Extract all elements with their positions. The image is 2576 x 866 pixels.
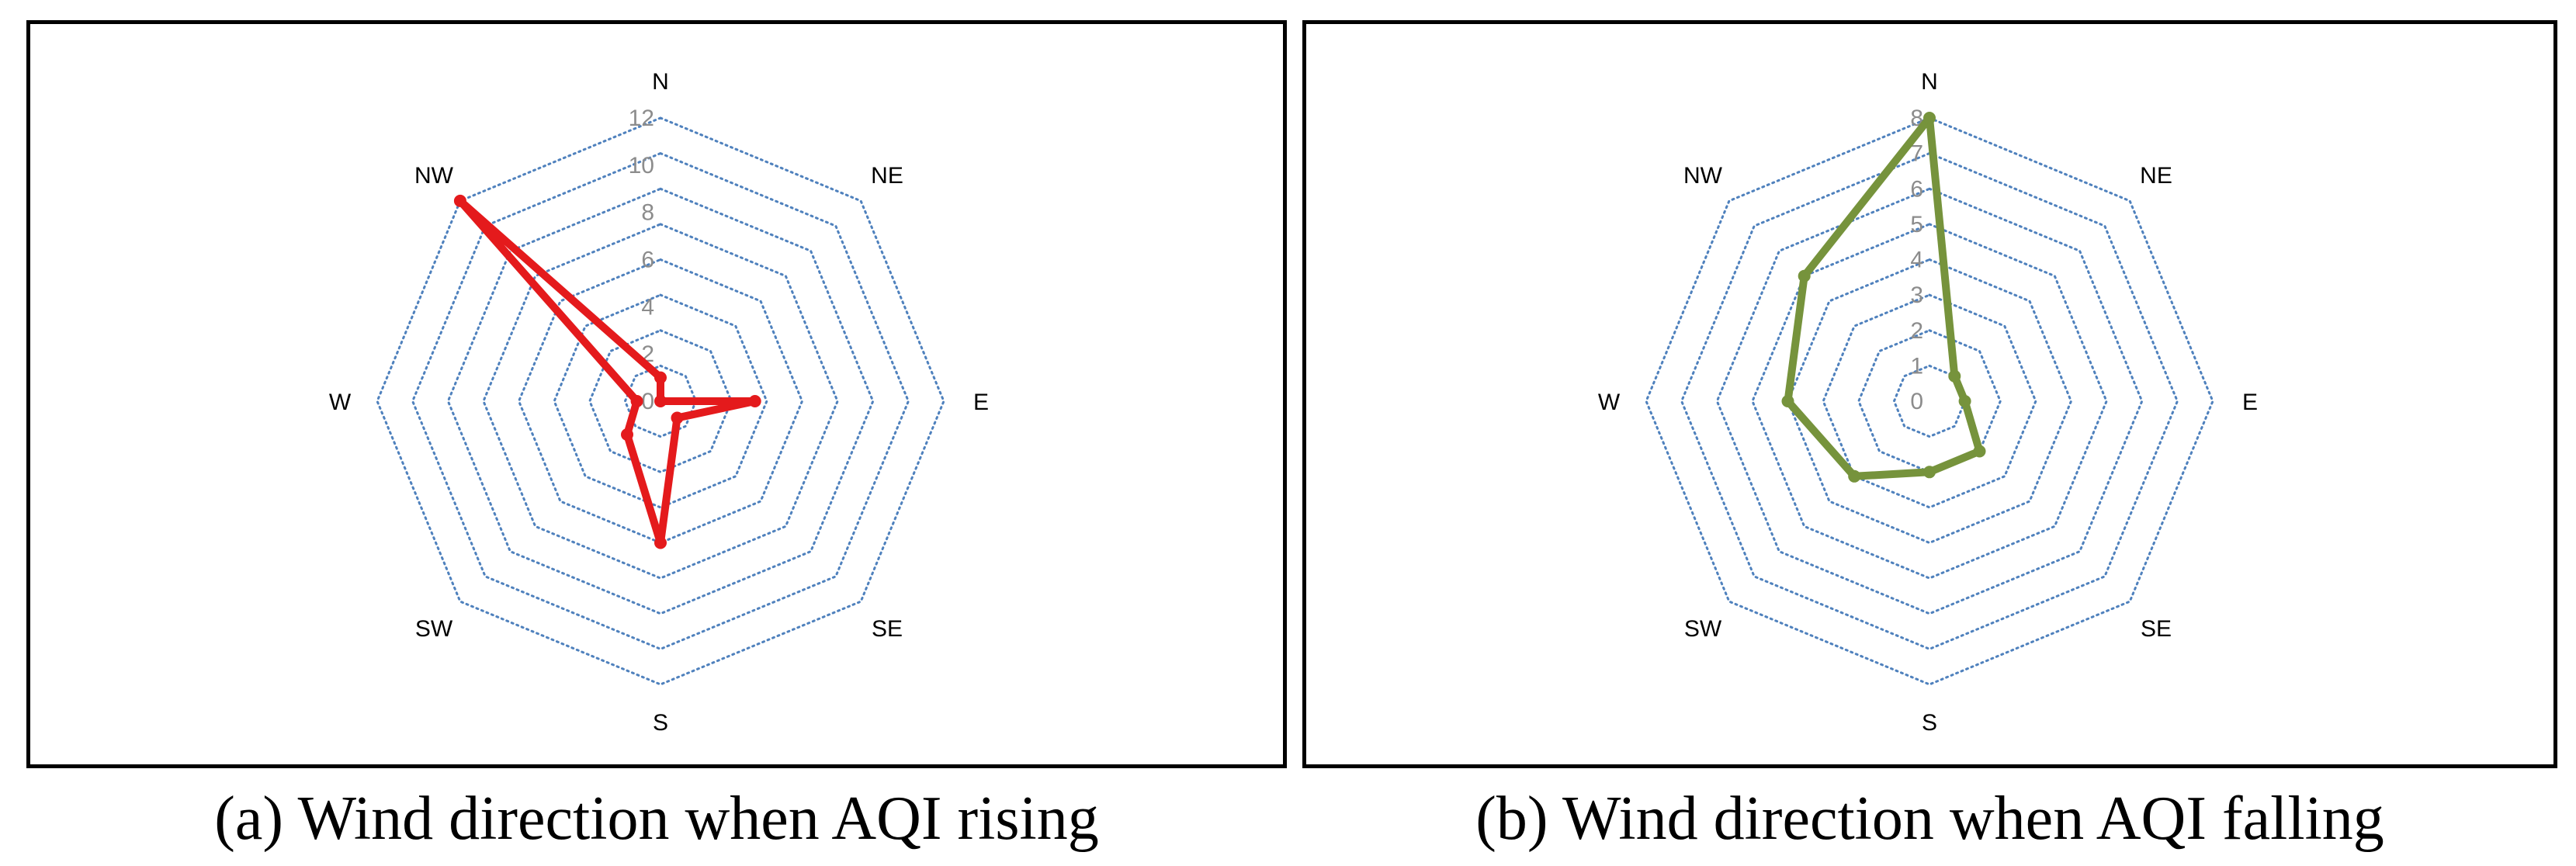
grid-ring (1786, 258, 2073, 545)
data-point-s (1923, 466, 1936, 479)
direction-label-e: E (973, 390, 989, 415)
direction-label-w: W (1598, 390, 1621, 415)
direction-label-n: N (652, 69, 669, 95)
caption-b: (b) Wind direction when AQI falling (1475, 785, 2384, 853)
direction-label-s: S (1922, 710, 1937, 736)
grid-ring (588, 329, 733, 473)
caption-a: (a) Wind direction when AQI rising (214, 785, 1099, 853)
direction-label-sw: SW (415, 616, 453, 642)
direction-label-s: S (653, 710, 668, 736)
tick-label: 4 (641, 294, 654, 320)
direction-label-se: SE (872, 616, 903, 642)
data-point-w (630, 395, 643, 407)
grid-ring (482, 223, 839, 580)
series-line (456, 196, 759, 547)
tick-label: 0 (1910, 389, 1923, 414)
direction-label-sw: SW (1684, 616, 1722, 642)
grid-ring (376, 116, 945, 686)
grid-ring (411, 151, 910, 651)
tick-label: 6 (641, 248, 654, 273)
data-point-e (748, 395, 761, 407)
direction-labels: N NE E SE S SW W NW (1598, 69, 2258, 736)
tick-label: 1 (1910, 353, 1923, 379)
data-point-ne (1948, 369, 1961, 383)
tick-label: 12 (629, 106, 654, 131)
data-point-sw (1848, 469, 1861, 483)
series-0 (1781, 112, 1986, 483)
grid-ring (553, 293, 768, 509)
direction-label-n: N (1921, 69, 1938, 95)
direction-label-e: E (2242, 390, 2258, 415)
tick-label: 4 (1910, 248, 1923, 273)
direction-label-ne: NE (2140, 163, 2172, 189)
direction-label-ne: NE (871, 163, 903, 189)
data-point-ne (654, 395, 667, 407)
direction-label-w: W (329, 390, 352, 415)
data-point-nw (453, 194, 466, 207)
grid-ring (1715, 187, 2144, 615)
data-point-n (1923, 112, 1936, 124)
grid-ring (1645, 116, 2214, 686)
grid-ring (1892, 364, 1967, 438)
tick-label: 6 (1910, 176, 1923, 202)
tick-label: 7 (1910, 141, 1923, 167)
data-point-e (1958, 395, 1971, 407)
direction-label-se: SE (2141, 616, 2172, 642)
grid-ring (1751, 223, 2108, 580)
radar-grid (1645, 116, 2214, 686)
data-point-se (671, 411, 684, 424)
direction-label-nw: NW (414, 163, 454, 189)
grid-ring (1822, 293, 2037, 509)
tick-label: 8 (641, 200, 654, 226)
series-0 (453, 194, 761, 549)
tick-label: 0 (641, 389, 654, 414)
data-point-n (654, 371, 667, 384)
data-point-se (1973, 445, 1986, 458)
data-point-s (654, 536, 667, 549)
tick-label: 3 (1910, 282, 1923, 308)
grid-ring (446, 187, 875, 615)
direction-label-nw: NW (1683, 163, 1723, 189)
direction-labels: N NE E SE S SW W NW (329, 69, 989, 736)
series-line (1784, 114, 1984, 480)
tick-label: 5 (1910, 212, 1923, 237)
grid-ring (623, 364, 698, 438)
data-point-sw (621, 428, 633, 441)
grid-ring (1680, 151, 2179, 651)
tick-label: 10 (629, 153, 654, 178)
tick-label: 2 (1910, 318, 1923, 344)
data-point-nw (1798, 269, 1811, 282)
data-point-w (1781, 395, 1794, 407)
